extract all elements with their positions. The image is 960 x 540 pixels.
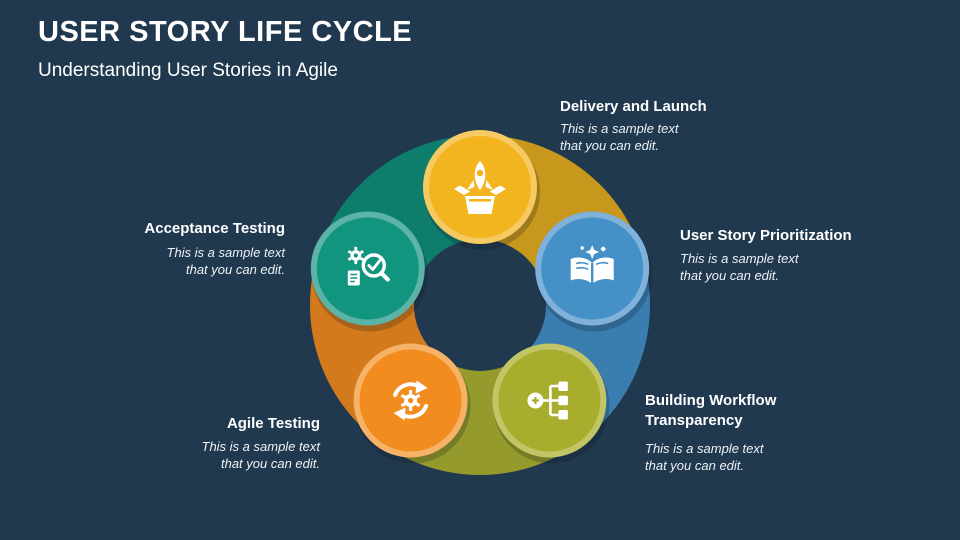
node-desc-acceptance-testing: This is a sample text that you can edit. — [166, 245, 286, 277]
workflow-icon — [527, 381, 568, 420]
slide-title: USER STORY LIFE CYCLE — [38, 16, 413, 48]
node-desc-delivery-and-launch: This is a sample text that you can edit. — [560, 121, 679, 153]
gear-icon — [347, 246, 364, 265]
node-label-acceptance-testing: Acceptance Testing — [144, 220, 285, 237]
acceptance-testing-icon — [347, 246, 390, 286]
node-desc-building-workflow-transparency: This is a sample text that you can edit. — [645, 441, 764, 473]
node-label-building-workflow-transparency: Building Workflow Transparency — [645, 392, 777, 429]
slide-subtitle: Understanding User Stories in Agile — [38, 60, 338, 81]
node-disc — [316, 217, 419, 320]
rocket-launch-icon — [454, 161, 506, 214]
node-circles — [310, 130, 650, 458]
node-desc-agile-testing: This is a sample text that you can edit. — [201, 439, 321, 471]
node-label-agile-testing: Agile Testing — [226, 415, 320, 432]
node-label-user-story-prioritization: User Story Prioritization — [680, 227, 852, 244]
node-acceptance — [310, 211, 425, 326]
agile-cycle-icon — [393, 380, 429, 421]
open-book-icon — [570, 245, 614, 284]
node-label-delivery-and-launch: Delivery and Launch — [560, 98, 707, 115]
node-desc-user-story-prioritization: This is a sample text that you can edit. — [680, 251, 799, 283]
